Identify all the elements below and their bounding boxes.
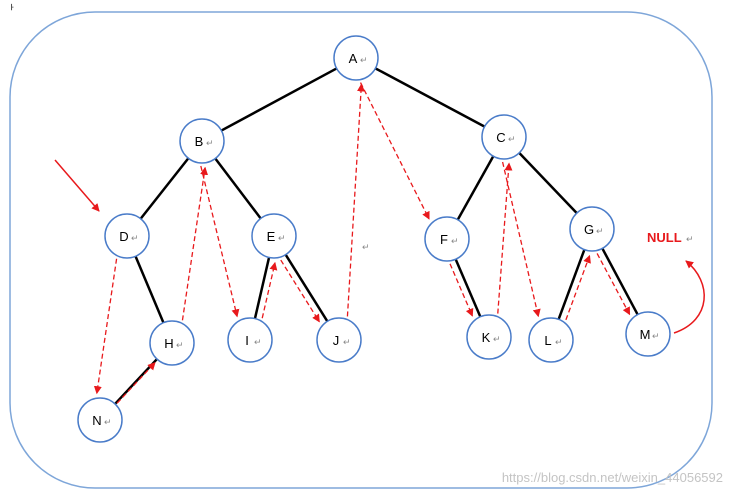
node-e: E↵ [251, 213, 297, 259]
node-paragraph-mark: ↵ [206, 138, 214, 148]
node-circle [251, 213, 297, 259]
thread-arrow-h-b [181, 166, 209, 321]
node-label: K [482, 330, 491, 345]
node-label: L [544, 333, 551, 348]
watermark: https://blog.csdn.net/weixin_44056592 [502, 470, 723, 485]
node-label: G [584, 222, 594, 237]
node-circle [424, 216, 470, 262]
diagram-container [9, 11, 713, 489]
node-circle [227, 317, 273, 363]
node-label: F [440, 232, 448, 247]
node-g: G↵ [569, 206, 615, 252]
thread-arrow-g-m [596, 253, 631, 316]
node-label: D [119, 229, 128, 244]
node-paragraph-mark: ↵ [343, 337, 351, 347]
edge-h-n [114, 358, 158, 405]
node-paragraph-mark: ↵ [254, 337, 262, 347]
node-circle [625, 311, 671, 357]
thread-arrow-j-a [346, 83, 365, 317]
node-a: A↵ [333, 35, 379, 81]
edge-d-h [134, 255, 165, 324]
node-circle [77, 397, 123, 443]
node-circle [149, 320, 195, 366]
thread-arrow-d-n [93, 258, 118, 395]
node-label: A [349, 51, 358, 66]
edge-e-i [253, 257, 271, 319]
node-m: M↵ [625, 311, 671, 357]
node-circle [569, 206, 615, 252]
node-paragraph-mark: ↵ [451, 236, 459, 246]
thread-arrow-n-h [116, 361, 156, 404]
node-paragraph-mark: ↵ [360, 55, 368, 65]
node-paragraph-mark: ↵ [555, 337, 563, 347]
thread-arrow-i-e [261, 261, 278, 319]
node-circle [481, 114, 527, 160]
node-f: F↵ [424, 216, 470, 262]
node-label: J [333, 333, 340, 348]
node-paragraph-mark: ↵ [508, 134, 516, 144]
node-label: E [267, 229, 276, 244]
node-circle [316, 317, 362, 363]
null-paragraph-mark: ↵ [686, 234, 694, 244]
node-label: I [245, 333, 249, 348]
edge-b-e [214, 157, 262, 220]
node-circle [179, 118, 225, 164]
thread-arrow-e-j [280, 259, 320, 323]
node-label: M [640, 327, 651, 342]
node-h: H↵ [149, 320, 195, 366]
thread-arrow-c-l [501, 161, 541, 318]
edge-b-d [139, 157, 190, 220]
tree-nodes: A↵B↵C↵D↵E↵F↵G↵H↵I↵J↵K↵L↵M↵N↵ [77, 35, 671, 443]
thread-arrow-l-g [565, 254, 591, 321]
node-k: K↵ [466, 314, 512, 360]
node-n: N↵ [77, 397, 123, 443]
node-circle [466, 314, 512, 360]
thread-arrow-f-k [449, 263, 474, 317]
edge-g-m [601, 247, 639, 316]
edge-g-l [557, 249, 586, 320]
node-l: L↵ [528, 317, 574, 363]
entry-arrow [54, 159, 100, 212]
edge-a-c [374, 67, 486, 128]
node-circle [104, 213, 150, 259]
node-label: B [195, 134, 204, 149]
node-label: N [92, 413, 101, 428]
tree-edges [114, 67, 639, 405]
node-label: C [496, 130, 505, 145]
node-paragraph-mark: ↵ [493, 334, 501, 344]
node-b: B↵ [179, 118, 225, 164]
node-paragraph-mark: ↵ [176, 340, 184, 350]
edge-c-f [456, 155, 495, 221]
node-circle [333, 35, 379, 81]
node-paragraph-mark: ↵ [104, 417, 112, 427]
node-paragraph-mark: ↵ [278, 233, 286, 243]
node-paragraph-mark: ↵ [596, 226, 604, 236]
node-i: I↵ [227, 317, 273, 363]
node-j: J↵ [316, 317, 362, 363]
node-paragraph-mark: ↵ [131, 233, 139, 243]
thread-arrow-k-c [497, 162, 513, 314]
thread-arrow-b-i [200, 165, 240, 318]
thread-arrows [93, 82, 631, 404]
edge-c-g [518, 152, 578, 214]
node-c: C↵ [481, 114, 527, 160]
edge-e-j [284, 253, 329, 323]
thread-arrow-a-f [359, 82, 430, 220]
stray-paragraph-mark: ↵ [362, 242, 370, 252]
cursor-mark: ᅡ [3, 3, 14, 17]
node-label: H [164, 336, 173, 351]
null-label: NULL [647, 230, 682, 245]
edge-a-b [220, 67, 338, 132]
edge-f-k [454, 258, 482, 318]
null-loop-arrow [673, 260, 705, 334]
node-paragraph-mark: ↵ [652, 331, 660, 341]
node-circle [528, 317, 574, 363]
node-d: D↵ [104, 213, 150, 259]
